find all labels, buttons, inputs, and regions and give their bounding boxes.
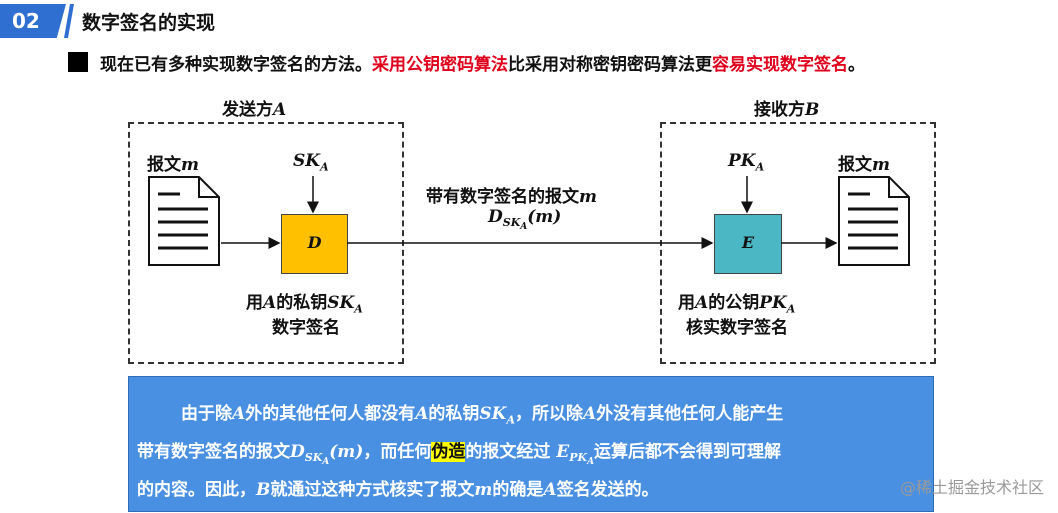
page-title: 数字签名的实现 xyxy=(82,12,216,34)
sender-private-key-label: SKA xyxy=(293,151,329,174)
receiver-document-icon xyxy=(838,176,910,266)
sender-caption-line2: 数字签名 xyxy=(272,318,340,338)
verify-box-E: E xyxy=(714,214,782,274)
explanation-line1: 由于除A外的其他任何人都没有A的私钥SKA，所以除A外没有其他任何人能产生 xyxy=(181,404,784,427)
explanation-box: 由于除A外的其他任何人都没有A的私钥SKA，所以除A外没有其他任何人能产生 带有… xyxy=(128,376,934,512)
sender-document-icon xyxy=(148,176,220,266)
receiver-public-key-label: PKA xyxy=(728,151,765,174)
receiver-message-label: 报文m xyxy=(838,155,890,175)
channel-label: 带有数字签名的报文m xyxy=(426,187,597,207)
receiver-caption-line1: 用A的公钥PKA xyxy=(678,293,796,316)
receiver-title: 接收方B xyxy=(754,100,820,120)
explanation-line2: 带有数字签名的报文DSKA(m)，而任何伪造的报文经过 EPKA运算后都不会得到… xyxy=(137,442,782,468)
forged-highlight: 伪造 xyxy=(431,442,466,462)
explanation-line3: 的内容。因此，B就通过这种方式核实了报文m的确是A签名发送的。 xyxy=(137,480,659,500)
watermark: @稀土掘金技术社区 xyxy=(899,478,1044,497)
sign-box-D: D xyxy=(281,214,348,274)
intro-text: 现在已有多种实现数字签名的方法。采用公钥密码算法比采用对称密钥密码算法更容易实现… xyxy=(100,55,865,75)
section-badge: 02 xyxy=(0,4,66,38)
sender-title: 发送方A xyxy=(222,100,287,120)
badge-accent xyxy=(64,4,74,38)
receiver-caption-line2: 核实数字签名 xyxy=(686,318,788,338)
section-number: 02 xyxy=(12,9,40,33)
sender-message-label: 报文m xyxy=(147,155,199,175)
sender-caption-line1: 用A的私钥SKA xyxy=(246,293,363,316)
channel-formula: DSKA(m) xyxy=(488,207,562,233)
bullet-square-icon xyxy=(68,52,88,72)
